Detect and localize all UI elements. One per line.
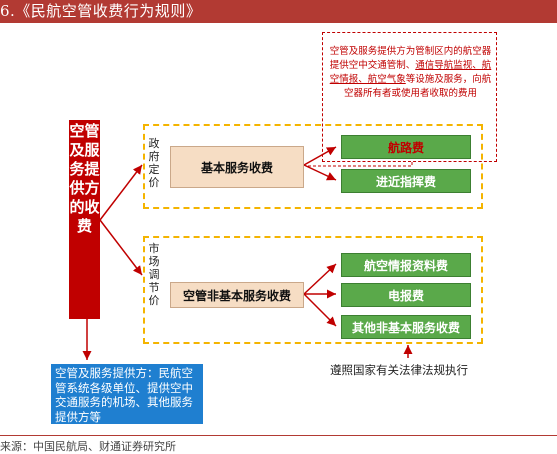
arrow-to-gov (99, 164, 143, 221)
market-service-box: 空管非基本服务收费 (170, 282, 304, 308)
route-fee-box: 航路费 (341, 135, 471, 159)
note-pointer-line (308, 162, 413, 167)
telegram-fee-box: 电报费 (341, 283, 471, 307)
footer-divider (0, 435, 557, 436)
market-pricing-label: 市场调节价 (148, 242, 160, 307)
provider-box: 空管及服务提供方的收费 (69, 120, 100, 319)
provider-description: 空管及服务提供方：民航空管系统各级单位、提供空中交通服务的机场、其他服务提供方等 (51, 364, 203, 424)
arrow-to-other-fee (303, 293, 337, 327)
arrow-to-info-fee (303, 263, 337, 295)
info-fee-box: 航空情报资料费 (341, 253, 471, 277)
note-text-3: 等设施及服务，向航空器所有者或使用者收取的费用 (343, 74, 492, 99)
source-note: 来源：中国民航局、财通证券研究所 (0, 440, 176, 453)
arrow-to-market (99, 219, 143, 276)
definition-note: 空管及服务提供方为管制区内的航空器提供空中交通管制、通信导航监视、航空情报、航空… (322, 32, 497, 162)
page-title: 6.《民航空管收费行为规则》 (0, 0, 557, 23)
arrow-to-route-fee (303, 146, 337, 166)
note-text-1: 空管及服务提供方为管制区内的航空器提供空中交通管制、 (329, 46, 492, 71)
gov-service-box: 基本服务收费 (170, 146, 304, 188)
gov-pricing-label: 政府定价 (148, 137, 160, 189)
law-note: 遵照国家有关法律法规执行 (330, 363, 468, 377)
arrow-to-approach-fee (303, 164, 337, 181)
approach-fee-box: 进近指挥费 (341, 169, 471, 193)
gov-pricing-group (143, 124, 483, 209)
other-fee-box: 其他非基本服务收费 (341, 315, 471, 339)
note-text-2: 通信导航监视、航空情报、航空气象 (329, 60, 492, 85)
market-pricing-group (143, 236, 483, 344)
